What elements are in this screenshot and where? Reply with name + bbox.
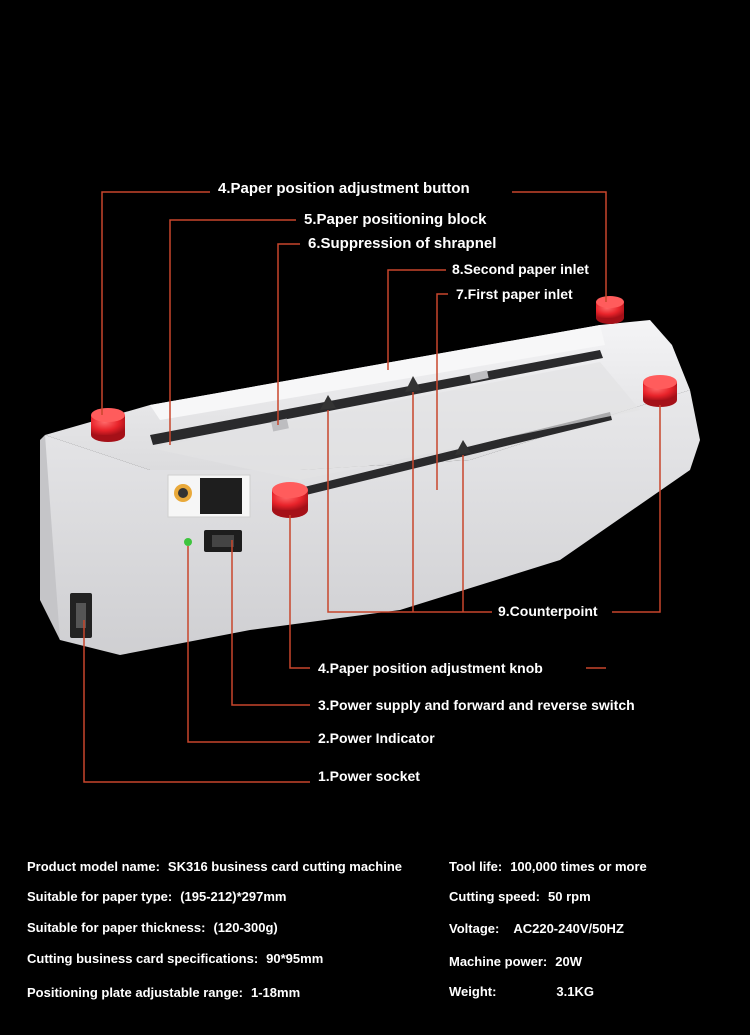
callout-suppression-shrapnel: 6.Suppression of shrapnel — [308, 235, 497, 252]
spec-speed: Cutting speed: 50 rpm — [449, 890, 591, 903]
spec-weight-label: Weight: — [449, 984, 497, 999]
machine-body — [40, 320, 700, 655]
callout-second-paper-inlet: 8.Second paper inlet — [452, 261, 589, 277]
red-knob-front[interactable] — [272, 482, 308, 518]
callout-paper-position-button: 4.Paper position adjustment button — [218, 180, 470, 197]
spec-speed-value: 50 rpm — [548, 889, 591, 904]
spec-model: Product model name: SK316 business card c… — [27, 860, 402, 873]
spec-tool-life: Tool life: 100,000 times or more — [449, 860, 647, 873]
spec-weight-value: 3.1KG — [556, 984, 594, 999]
spec-tool-life-label: Tool life: — [449, 859, 503, 874]
callout-power-switch: 3.Power supply and forward and reverse s… — [318, 697, 635, 713]
spec-card-size-value: 90*95mm — [266, 951, 324, 966]
spec-voltage-label: Voltage: — [449, 921, 500, 936]
spec-adjust-range-label: Positioning plate adjustable range: — [27, 985, 243, 1000]
red-knob-left[interactable] — [91, 408, 125, 442]
spec-voltage: Voltage: AC220-240V/50HZ — [449, 922, 624, 935]
spec-card-size: Cutting business card specifications: 90*… — [27, 952, 323, 965]
callout-power-indicator: 2.Power Indicator — [318, 730, 435, 746]
callout-paper-position-knob: 4.Paper position adjustment knob — [318, 660, 543, 676]
spec-paper-type: Suitable for paper type: (195-212)*297mm — [27, 890, 286, 903]
power-indicator-light — [184, 538, 192, 546]
red-knob-right-back[interactable] — [596, 296, 624, 324]
spec-paper-type-label: Suitable for paper type: — [27, 889, 173, 904]
spec-thickness: Suitable for paper thickness: (120-300g) — [27, 921, 278, 934]
spec-model-label: Product model name: — [27, 859, 160, 874]
spec-paper-type-value: (195-212)*297mm — [180, 889, 287, 904]
spec-weight: Weight: 3.1KG — [449, 985, 594, 998]
leader-lines — [83, 191, 661, 783]
spec-card-size-label: Cutting business card specifications: — [27, 951, 259, 966]
callout-power-socket: 1.Power socket — [318, 768, 420, 784]
spec-thickness-label: Suitable for paper thickness: — [27, 920, 206, 935]
spec-voltage-value: AC220-240V/50HZ — [513, 921, 624, 936]
callout-counterpoint: 9.Counterpoint — [498, 603, 598, 619]
callout-paper-positioning-block: 5.Paper positioning block — [304, 211, 487, 228]
callout-first-paper-inlet: 7.First paper inlet — [456, 286, 573, 302]
red-knob-right-front[interactable] — [643, 375, 677, 407]
spec-thickness-value: (120-300g) — [213, 920, 278, 935]
spec-tool-life-value: 100,000 times or more — [510, 859, 647, 874]
spec-adjust-range: Positioning plate adjustable range: 1-18m… — [27, 986, 300, 999]
spec-speed-label: Cutting speed: — [449, 889, 540, 904]
spec-adjust-range-value: 1-18mm — [250, 985, 301, 1000]
spec-model-value: SK316 business card cutting machine — [167, 859, 402, 874]
spec-power: Machine power: 20W — [449, 955, 582, 968]
spec-power-value: 20W — [555, 954, 582, 969]
spec-power-label: Machine power: — [449, 954, 548, 969]
